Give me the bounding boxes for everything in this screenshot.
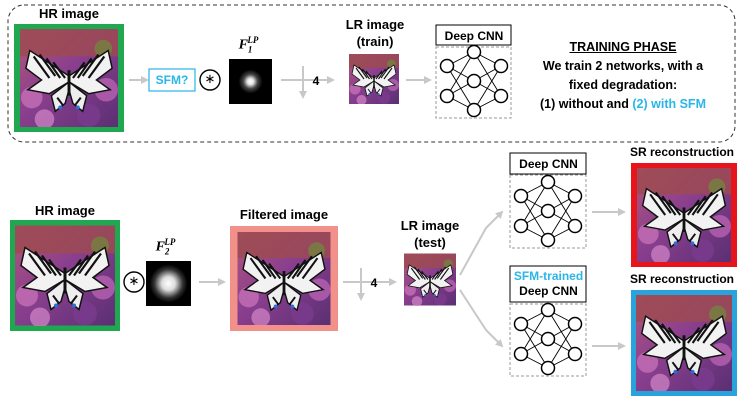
train-lr-label: LR image(train) [345, 17, 405, 49]
train-scale-label: 4 [312, 74, 320, 88]
test-lr-image [404, 253, 456, 306]
training-phase-line3: (1) without and (2) with SFM [540, 97, 706, 111]
test-conv-symbol: ∗ [128, 273, 140, 288]
sr-output-1 [631, 163, 737, 267]
test-arrow-lr-to-cnn2 [459, 289, 504, 348]
train-convolution-icon [199, 69, 221, 91]
test-filtered-label: Filtered image [239, 207, 329, 222]
test-filtered-image [230, 226, 338, 331]
test-scale-label: 4 [370, 276, 378, 290]
test-filter-label: F2LP [155, 237, 176, 257]
test-arrow-lr-to-cnn1 [459, 210, 504, 276]
train-hr-image [14, 24, 124, 132]
sfm-label: SFM? [150, 73, 194, 87]
train-filter-label: F1LP [238, 35, 259, 55]
test-hr-label: HR image [35, 203, 95, 218]
training-phase-description: TRAINING PHASE We train 2 networks, with… [512, 38, 734, 114]
test-cnn2 [509, 265, 587, 377]
test-filter-kernel [146, 261, 191, 306]
training-phase-title: TRAINING PHASE [569, 40, 677, 54]
train-lr-image [348, 54, 400, 104]
training-phase-line2: fixed degradation: [568, 78, 678, 92]
train-cnn-label: Deep CNN [444, 29, 504, 43]
sr-output-2 [631, 290, 737, 396]
sr1-label: SR reconstruction [629, 145, 734, 159]
test-cnn1 [509, 152, 587, 249]
train-filter-kernel [229, 59, 272, 104]
test-convolution-icon [123, 271, 145, 293]
test-hr-image [10, 220, 120, 331]
train-conv-symbol: ∗ [204, 71, 216, 86]
training-phase-line1: We train 2 networks, with a [542, 59, 704, 73]
training-phase-container [7, 4, 736, 143]
test-lr-label: LR image(test) [400, 218, 460, 250]
test-cnn1-label: Deep CNN [519, 157, 578, 171]
train-hr-label: HR image [39, 6, 99, 21]
train-cnn [435, 24, 512, 119]
sr2-label: SR reconstruction [629, 272, 734, 286]
